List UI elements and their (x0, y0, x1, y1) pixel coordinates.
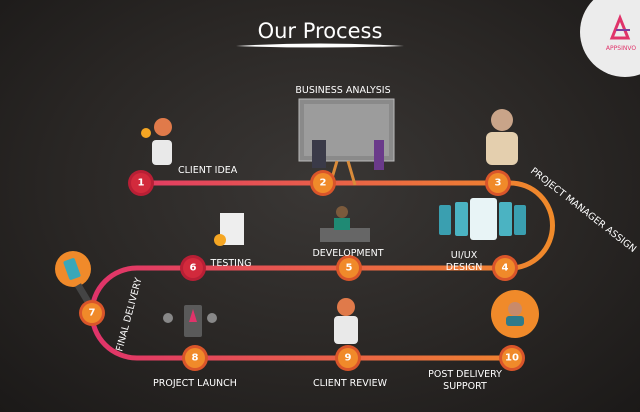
step-node-3: 3 (485, 170, 511, 196)
step-number: 7 (89, 308, 96, 319)
step-label-project-manager-assign: PROJECT MANAGER ASSIGN (528, 166, 638, 255)
step-label-final-delivery: FINAL DELIVERY (114, 276, 144, 352)
project-manager-illustration (486, 109, 518, 165)
step-label-testing: TESTING (210, 258, 252, 269)
uiux-design-illustration (439, 198, 526, 240)
step-label-business-analysis: BUSINESS ANALYSIS (295, 85, 390, 96)
project-launch-illustration (163, 305, 217, 337)
step-node-2: 2 (310, 170, 336, 196)
title-underline (236, 43, 404, 48)
step-node-7: 7 (79, 300, 105, 326)
step-number: 6 (190, 263, 197, 274)
step-node-1: 1 (128, 170, 154, 196)
page-title: Our Process (258, 19, 383, 43)
step-number: 4 (502, 263, 509, 274)
step-number: 2 (320, 178, 327, 189)
testing-illustration (214, 213, 244, 246)
step-label-client-review: CLIENT REVIEW (313, 378, 388, 389)
final-delivery-illustration (55, 251, 94, 307)
step-node-10: 10 (499, 345, 525, 371)
logo-text: APPSINVO (606, 45, 636, 52)
step-number: 10 (505, 353, 519, 364)
step-label-design: DESIGN (446, 262, 483, 273)
step-number: 1 (138, 178, 145, 189)
step-number: 5 (346, 263, 353, 274)
step-node-9: 9 (335, 345, 361, 371)
step-label-post-delivery: POST DELIVERY (428, 369, 502, 380)
step-node-8: 8 (182, 345, 208, 371)
business-analysis-illustration (298, 98, 395, 186)
step-label-support: SUPPORT (443, 381, 487, 392)
step-label-uiux: UI/UX (451, 250, 478, 261)
step-node-5: 5 (336, 255, 362, 281)
step-number: 9 (345, 353, 352, 364)
step-node-6: 6 (180, 255, 206, 281)
step-number: 3 (495, 178, 502, 189)
step-label-development: DEVELOPMENT (312, 248, 383, 259)
support-illustration (491, 290, 539, 338)
step-node-4: 4 (492, 255, 518, 281)
client-review-illustration (334, 298, 358, 344)
step-label-client-idea: CLIENT IDEA (178, 165, 238, 176)
step-number: 8 (192, 353, 199, 364)
process-track (89, 180, 555, 361)
appsinvo-logo: APPSINVO (580, 0, 640, 77)
development-illustration (320, 206, 370, 242)
step-label-project-launch: PROJECT LAUNCH (153, 378, 237, 389)
client-idea-illustration (141, 118, 172, 165)
